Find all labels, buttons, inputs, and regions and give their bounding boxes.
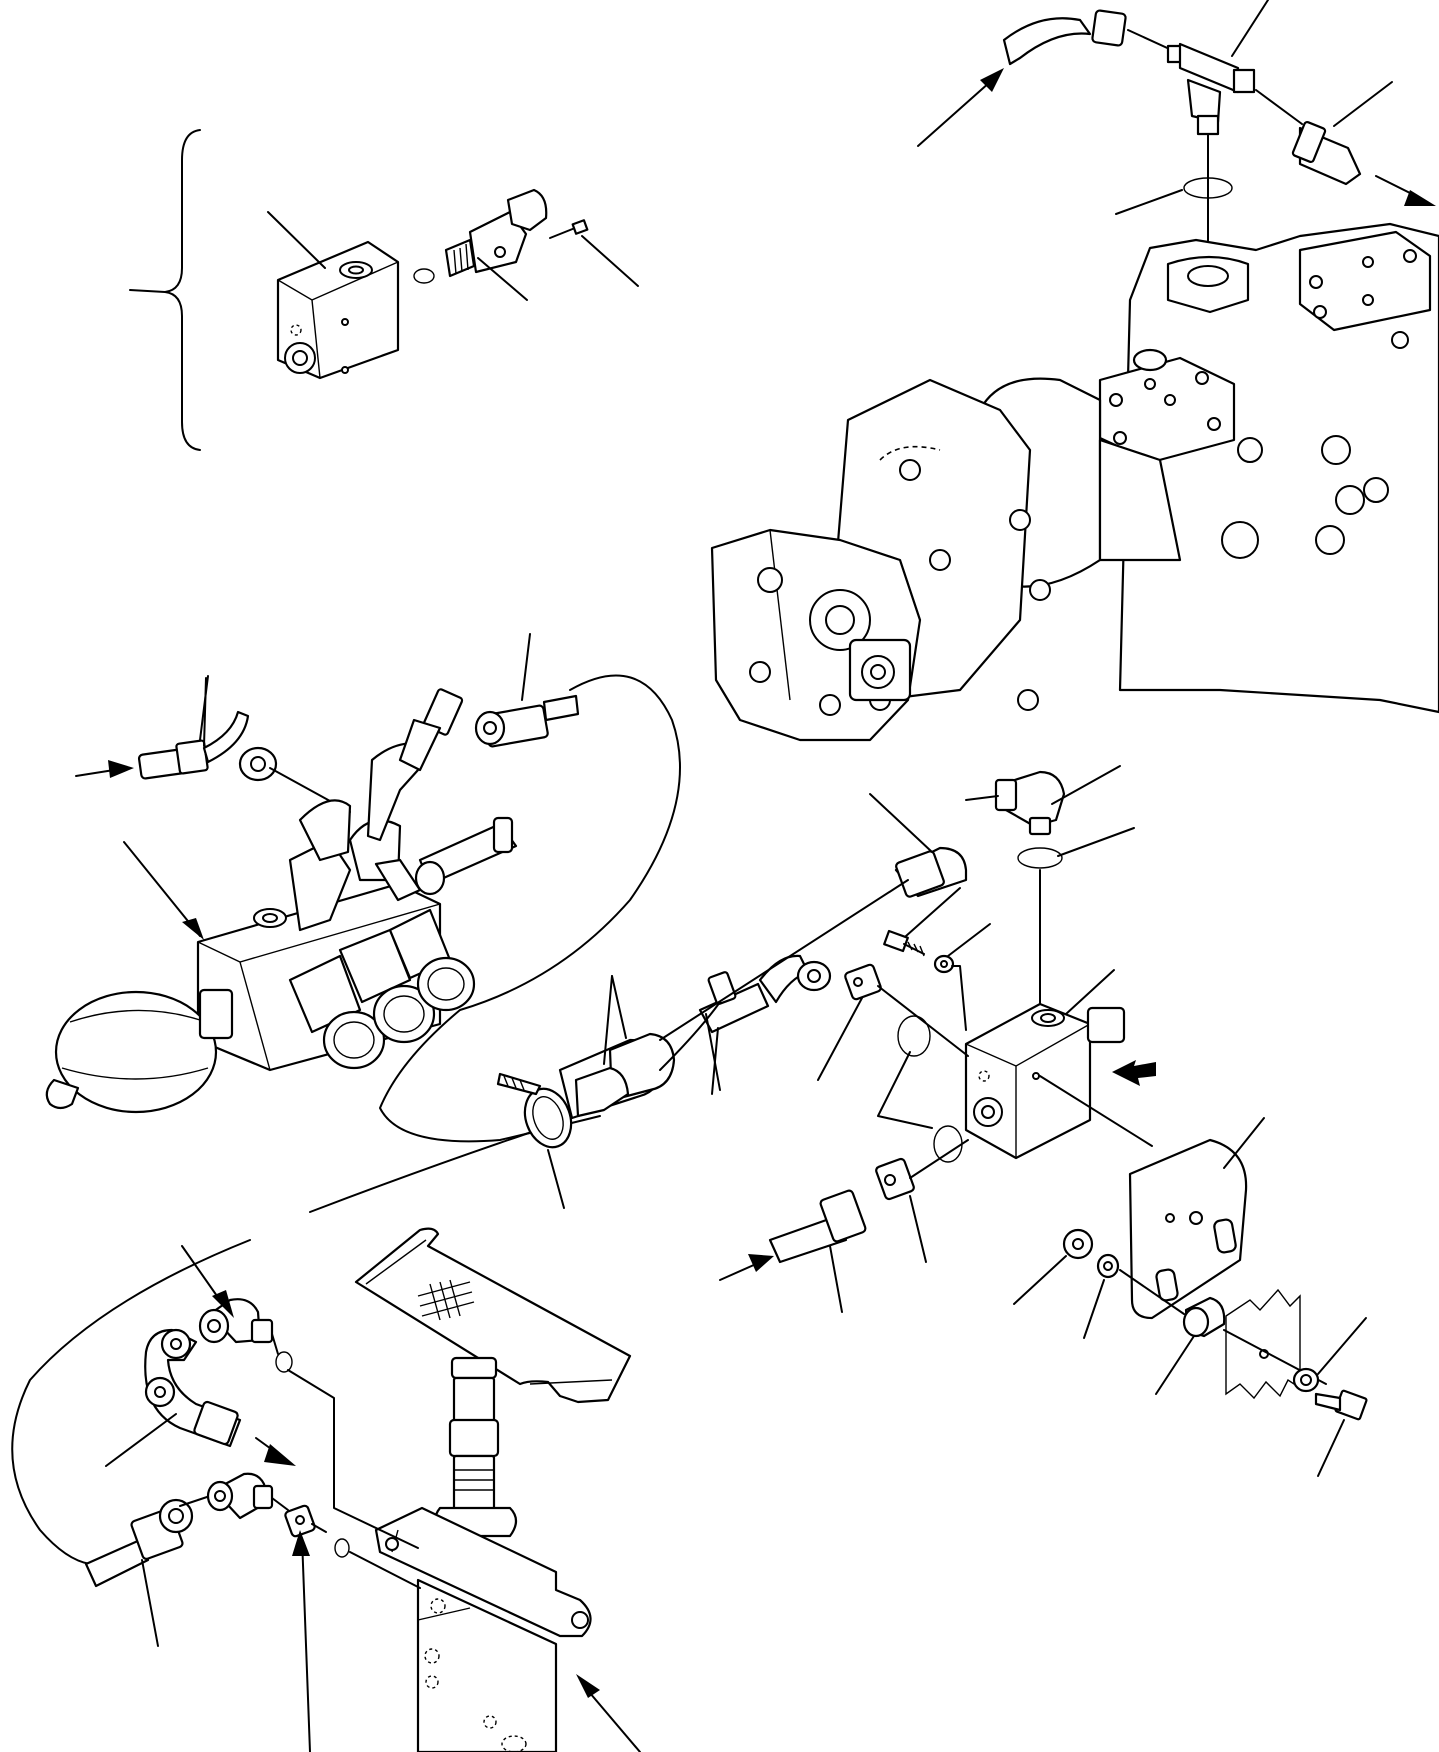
solenoid-3 [388,908,476,1012]
hose-inlet-left [137,710,278,782]
leader-direction-block [1065,969,1115,1015]
leader-hose-inlet-left [199,675,209,741]
hose-inlet-top [1002,9,1127,66]
flow-arrow-inlet-lower-middle [719,1254,774,1281]
leader-hose-pedal-outlet [105,1413,177,1467]
switch-pedal-valve [284,1504,327,1538]
pedal-tread-pattern [417,1279,475,1321]
hose-outlet-pedal [144,1328,242,1448]
elbow-upper-pedal [198,1298,274,1344]
washer-frame [1292,1367,1320,1393]
leader-valve-block [267,211,326,269]
o-ring-small [413,268,435,284]
hose-inlet-middle-upper [894,846,968,898]
brake-pedal-plate [354,1227,632,1404]
leader-o-rings [877,1051,933,1129]
tee-fitting [1166,42,1256,136]
o-ring-elbow [1017,847,1063,869]
leader-hose-lower-mid [829,1245,843,1313]
flow-arrow-inlet-pedal-valve-elbow [181,1245,234,1318]
pedal-valve-body [416,1578,558,1752]
flow-arrow-inlet-left-valve [75,760,134,778]
leader-bolt-small [905,887,961,937]
solenoid-2 [338,928,436,1044]
flow-arrow-inlet-top-right [917,68,1004,147]
flow-arrow-outlet-top-right [1375,175,1436,206]
leader-spacer [1155,1335,1195,1395]
leader-bolt-frame [1317,1419,1345,1477]
leader-cartridge [477,257,528,301]
leader-pedal-valve [583,1685,641,1752]
o-ring-left-lower [933,1125,963,1163]
nut-bracket [1062,1228,1094,1260]
cartridge-valve [444,188,548,278]
leader-switch-upper [817,997,863,1081]
leader-washer-bracket [1083,1279,1105,1339]
elbow-lower-pedal [206,1472,274,1520]
hose-clamp [496,1072,573,1149]
leader-clamp [547,1149,565,1209]
leader-switch-pedal [301,1537,311,1752]
leader-nut-bracket [1013,1255,1067,1305]
pressure-switch-lower [875,1139,969,1201]
leader-switch-lower [909,1195,927,1263]
frame-section-cutaway [1225,1288,1301,1400]
elbow-fitting-90 [994,770,1066,836]
screw-small [549,219,589,239]
long-hose-loop [379,674,681,1143]
flow-arrow-outlet-pedal-valve-hose [255,1437,296,1466]
middle-assembly [309,765,1368,1477]
leader-elbow [1051,765,1121,805]
solenoid-1 [288,954,386,1070]
grouping-brace [164,129,201,451]
pedal-valve-assembly [354,1227,632,1752]
leader-hose-long [521,633,531,701]
optional-subassembly-group [129,129,639,451]
leader-o-ring-elbow [1057,827,1135,857]
hose-end-top-middle [474,694,580,748]
leader-washer-frame [1317,1317,1367,1375]
main-pump-assembly [710,222,1439,742]
pressure-switch-upper [844,963,969,1057]
o-ring-top [1183,177,1233,199]
leader-screw-small [581,235,639,287]
o-ring-lower-pedal [334,1538,350,1558]
washer-small [933,954,955,974]
washer-bracket [1096,1253,1120,1279]
o-ring-upper-pedal [275,1351,293,1373]
valve-block-small [276,240,400,380]
hose-outlet-top [1291,120,1362,186]
leader-hose-lower-pedal [141,1559,159,1647]
bolt-small [883,929,925,957]
hose-elbow-middle [698,954,832,1034]
protective-sleeves [558,1032,676,1120]
accumulator [45,988,234,1114]
spacer [1182,1296,1226,1338]
direction-valve-block [964,1002,1126,1160]
hose-lower-pedal [84,1495,211,1588]
leader-valve-left [123,841,201,937]
leader-sleeves [603,975,613,1065]
leader-washer-small [947,923,991,957]
bolt-frame [1314,1389,1368,1421]
brace-leader [129,289,166,293]
leader-hose-upper-mid [869,793,933,853]
flow-arrow-direction-block-marker [1112,1060,1156,1086]
hose-inlet-lower-middle [768,1189,867,1264]
pedal-valve-fittings [11,1239,421,1752]
brake-valve-assembly [45,677,518,1114]
mounting-bracket [1128,1138,1248,1320]
valve-cover-right [1298,230,1432,332]
leader-bracket [1223,1117,1265,1169]
o-ring-left-upper [897,1015,931,1057]
